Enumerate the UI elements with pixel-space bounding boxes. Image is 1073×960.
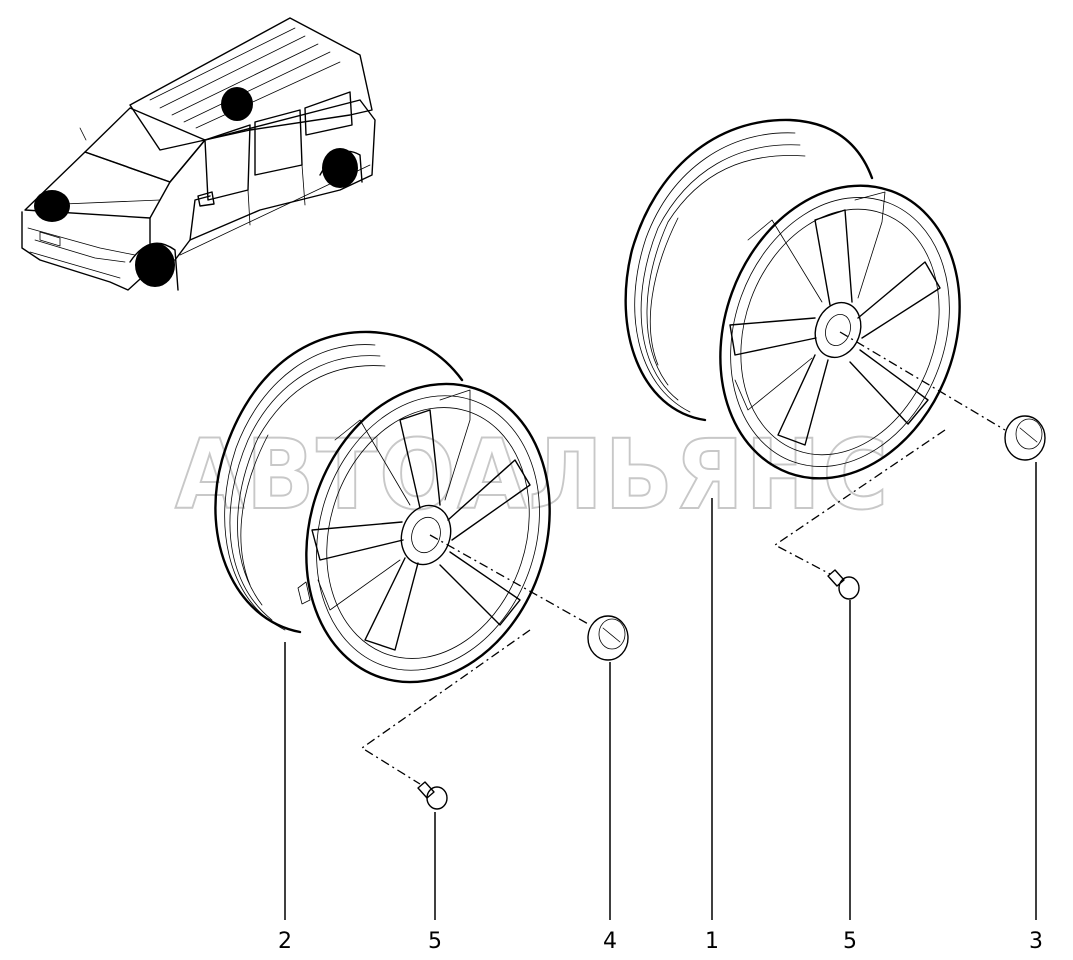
wheel-rim-1 (624, 118, 961, 480)
vehicle-illustration (21, 17, 376, 291)
callout-2: 2 (278, 929, 292, 954)
callout-4: 4 (603, 929, 617, 954)
wheel-marker-front-left (34, 190, 70, 222)
callout-1: 1 (705, 929, 719, 954)
hub-cap-3 (1004, 415, 1046, 461)
axis-line-bolt-5-left (360, 629, 531, 785)
wheel-marker-rear-right (322, 148, 358, 188)
callout-5-left: 5 (428, 929, 442, 954)
hub-cap-4 (587, 615, 629, 661)
callout-3: 3 (1029, 929, 1043, 954)
wheel-bolt-5-right (827, 569, 860, 600)
axis-line-cap-4 (429, 534, 591, 626)
watermark: АВТОАЛЬЯНС (175, 419, 890, 531)
wheel-marker-front-right (135, 243, 175, 287)
wheel-rim-2 (214, 330, 551, 684)
wheel-marker-rear-left (221, 87, 253, 121)
callout-5-right: 5 (843, 929, 857, 954)
wheel-bolt-5-left (417, 781, 448, 810)
axis-line-cap-3 (839, 331, 1006, 431)
